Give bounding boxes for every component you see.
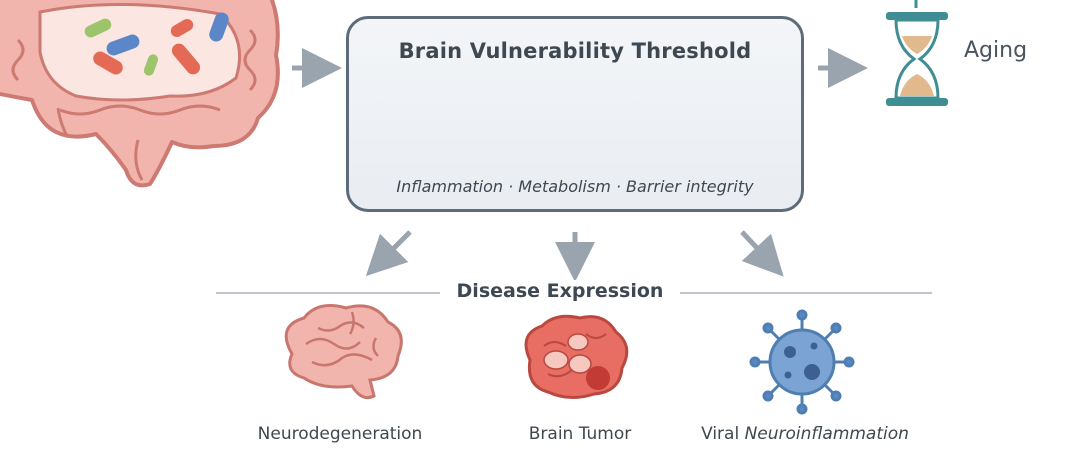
brain-vulnerability-threshold-box: Brain Vulnerability Threshold Inflammati… xyxy=(346,16,804,212)
arrow-to-neurodegeneration xyxy=(365,230,412,277)
aging-label: Aging xyxy=(964,38,1028,63)
brain-tumor-label: Brain Tumor xyxy=(528,424,632,444)
arrow-to-viral-neuroinflammation xyxy=(740,230,784,277)
hourglass-icon xyxy=(886,0,948,106)
viral-neuroinflammation-label: Viral Neuroinflammation xyxy=(680,424,930,444)
threshold-factors: Inflammation · Metabolism · Barrier inte… xyxy=(396,177,754,196)
brain-tumor-icon xyxy=(524,314,629,399)
neurodegeneration-label: Neurodegeneration xyxy=(257,424,423,444)
gut-microbiome-icon xyxy=(0,0,280,188)
viral-label-prefix: Viral xyxy=(701,424,745,444)
brain-icon xyxy=(284,304,403,400)
virus-icon xyxy=(749,309,855,415)
threshold-title: Brain Vulnerability Threshold xyxy=(398,39,752,63)
disease-expression-title: Disease Expression xyxy=(440,280,680,302)
viral-label-italic: Neuroinflammation xyxy=(744,424,909,444)
